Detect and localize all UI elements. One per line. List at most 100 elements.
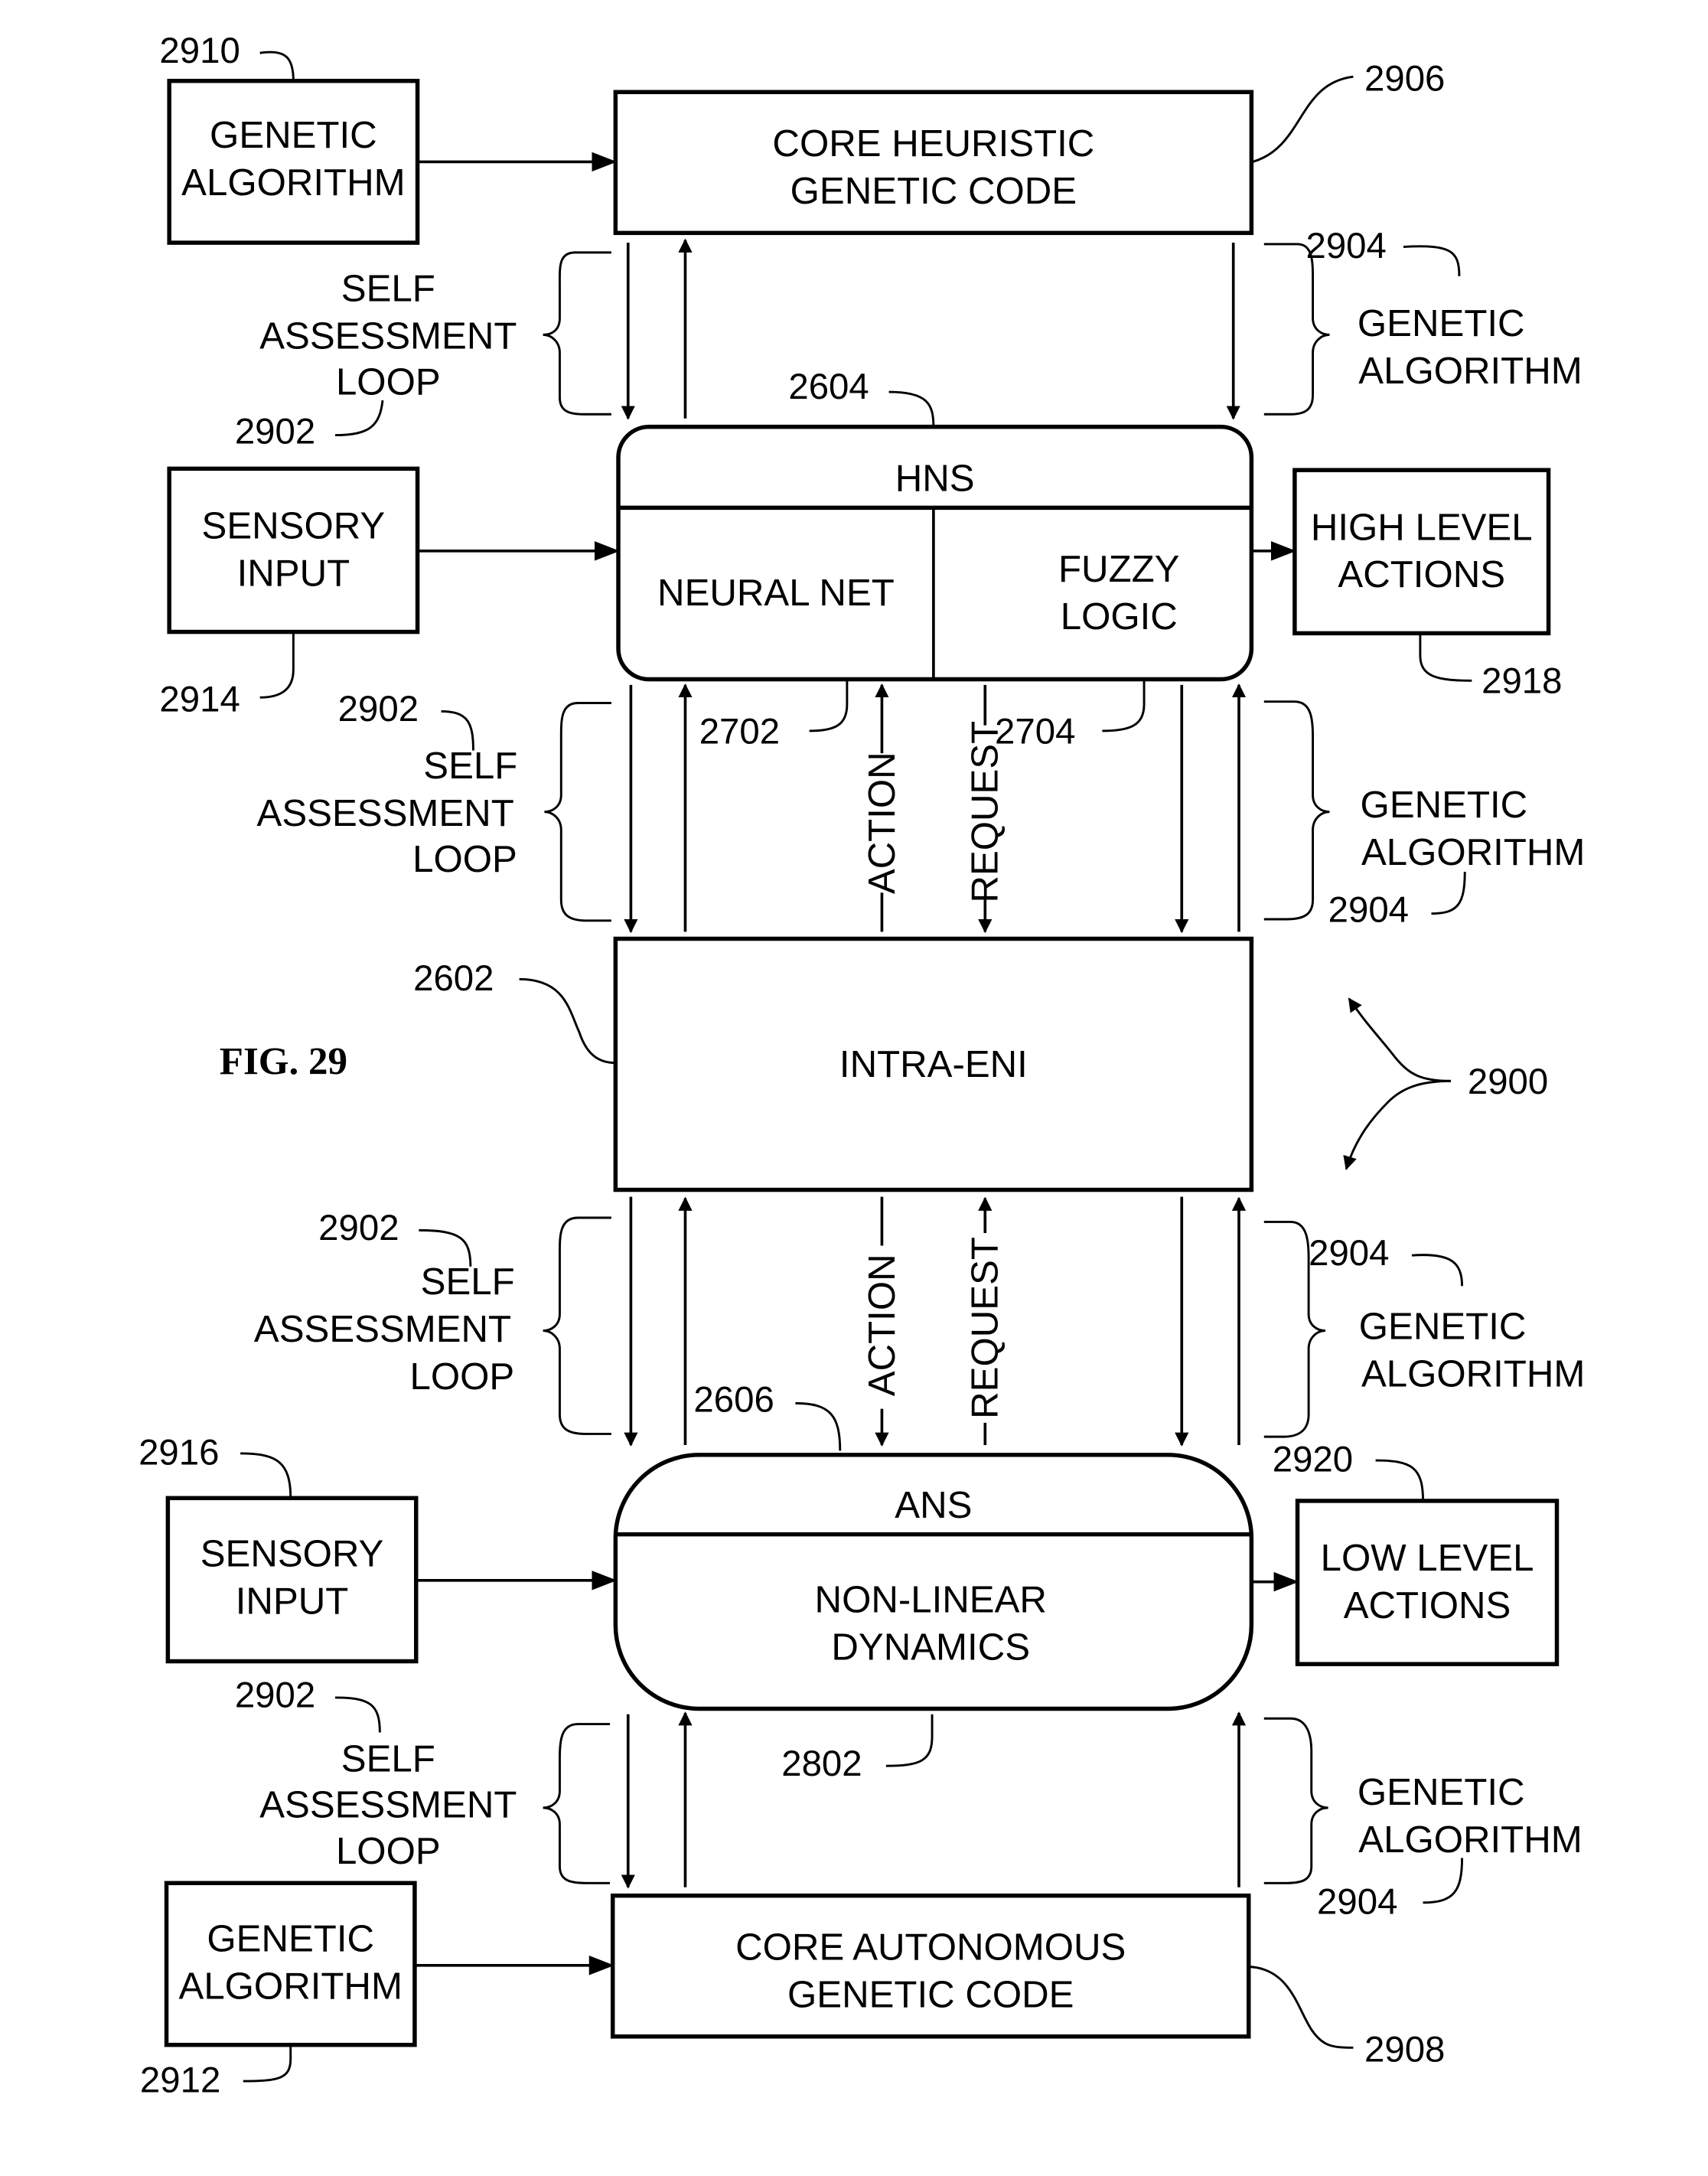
- genetic-algorithm-label-line2: ALGORITHM: [1358, 1819, 1582, 1861]
- ref-arrow-up: [1349, 999, 1451, 1081]
- high-level-line2: ACTIONS: [1338, 553, 1505, 595]
- neural-net-leader: [810, 680, 847, 731]
- figure-title: FIG. 29: [220, 1040, 347, 1083]
- sensory-top-line1: SENSORY: [202, 504, 386, 546]
- hns-title: HNS: [895, 457, 975, 499]
- self-assessment-label-line2: ASSESSMENT: [259, 315, 517, 357]
- self-assessment-ref: 2902: [235, 412, 315, 452]
- self-assessment-label-line1: SELF: [341, 1737, 435, 1780]
- ga-bottom-block: GENETIC ALGORITHM 2912: [140, 1883, 415, 2100]
- genetic-algorithm-leader: [1423, 1858, 1462, 1902]
- ga-bottom-ref: 2912: [140, 2060, 220, 2101]
- intra-eni-ref: 2602: [413, 958, 494, 999]
- self-assessment-brace: [543, 1724, 610, 1884]
- genetic-algorithm-label-line1: GENETIC: [1361, 784, 1528, 826]
- ans-ref: 2606: [693, 1379, 774, 1420]
- hns-leader: [889, 392, 934, 427]
- neural-net-label: NEURAL NET: [657, 572, 895, 614]
- genetic-algorithm-ref: 2904: [1328, 890, 1409, 931]
- ga-top-block: GENETIC ALGORITHM 2910: [159, 31, 417, 243]
- loop-4: 2802 SELF ASSESSMENT LOOP 2902 GENETIC A…: [235, 1675, 1583, 1923]
- genetic-algorithm-brace: [1264, 702, 1330, 919]
- self-assessment-label-line3: LOOP: [410, 1356, 515, 1398]
- self-assessment-ref: 2902: [235, 1675, 315, 1716]
- core-autonomous-leader: [1250, 1967, 1354, 2048]
- non-linear-leader: [886, 1714, 932, 1766]
- self-assessment-ref: 2902: [338, 689, 419, 729]
- self-assessment-brace: [543, 253, 611, 414]
- self-assessment-label-line3: LOOP: [336, 361, 441, 403]
- genetic-algorithm-label-line1: GENETIC: [1358, 1771, 1525, 1813]
- high-level-ref: 2918: [1481, 661, 1562, 702]
- self-assessment-leader: [335, 400, 383, 436]
- ga-top-line2: ALGORITHM: [181, 161, 405, 204]
- self-assessment-brace: [544, 703, 611, 921]
- neural-net-ref: 2702: [699, 711, 780, 752]
- intra-eni-block: INTRA-ENI 2602: [413, 938, 1251, 1189]
- non-linear-line1: NON-LINEAR: [815, 1579, 1047, 1621]
- self-assessment-label-line2: ASSESSMENT: [254, 1308, 511, 1350]
- intra-eni-label: INTRA-ENI: [839, 1043, 1028, 1085]
- self-assessment-label-line2: ASSESSMENT: [259, 1784, 517, 1826]
- ga-bottom-leader: [243, 2045, 291, 2081]
- genetic-algorithm-label-line1: GENETIC: [1359, 1306, 1527, 1348]
- core-autonomous-ref: 2908: [1364, 2030, 1445, 2070]
- sensory-bottom-line2: INPUT: [236, 1581, 349, 1623]
- loop-3: ACTION REQUEST SELF ASSESSMENT LOOP 2902…: [254, 1197, 1585, 1451]
- sensory-input-top-block: SENSORY INPUT 2914: [159, 468, 417, 719]
- genetic-algorithm-brace: [1264, 1718, 1328, 1883]
- self-assessment-ref: 2902: [318, 1208, 399, 1248]
- self-assessment-label-line2: ASSESSMENT: [257, 792, 514, 834]
- sensory-top-ref: 2914: [159, 679, 240, 719]
- action-label: ACTION: [861, 1254, 903, 1396]
- self-assessment-label-line1: SELF: [341, 268, 435, 310]
- ga-top-line1: GENETIC: [210, 114, 377, 156]
- request-label: REQUEST: [964, 1237, 1006, 1419]
- high-level-line1: HIGH LEVEL: [1311, 506, 1533, 548]
- low-level-ref: 2920: [1273, 1440, 1353, 1480]
- ga-bottom-line2: ALGORITHM: [179, 1966, 403, 2008]
- self-assessment-brace: [543, 1218, 611, 1434]
- low-level-line2: ACTIONS: [1344, 1584, 1511, 1626]
- non-linear-line2: DYNAMICS: [831, 1626, 1030, 1669]
- ga-top-ref: 2910: [159, 31, 240, 71]
- genetic-algorithm-label-line1: GENETIC: [1358, 302, 1525, 344]
- core-heuristic-leader: [1253, 77, 1353, 161]
- core-heuristic-line2: GENETIC CODE: [790, 170, 1077, 212]
- sensory-bottom-ref: 2916: [139, 1433, 219, 1473]
- ref-arrow-down: [1346, 1081, 1451, 1169]
- figure-ref: 2900: [1468, 1062, 1548, 1102]
- genetic-algorithm-label-line2: ALGORITHM: [1361, 1353, 1585, 1395]
- ans-title: ANS: [895, 1484, 972, 1526]
- ga-top-leader: [260, 52, 294, 81]
- intra-eni-leader: [520, 979, 616, 1062]
- hns-ref: 2604: [788, 367, 869, 407]
- hns-block: HNS NEURAL NET FUZZY LOGIC 2604: [618, 367, 1251, 679]
- genetic-algorithm-label-line2: ALGORITHM: [1361, 831, 1585, 873]
- genetic-algorithm-leader: [1431, 872, 1465, 914]
- low-level-actions-block: LOW LEVEL ACTIONS 2920: [1273, 1440, 1557, 1664]
- genetic-algorithm-brace: [1264, 244, 1330, 414]
- genetic-algorithm-label-line2: ALGORITHM: [1358, 350, 1582, 392]
- genetic-algorithm-ref: 2904: [1305, 226, 1386, 266]
- core-heuristic-ref: 2906: [1364, 58, 1445, 99]
- high-level-actions-block: HIGH LEVEL ACTIONS 2918: [1295, 470, 1563, 702]
- genetic-algorithm-leader: [1403, 246, 1459, 276]
- self-assessment-label-line1: SELF: [423, 745, 517, 787]
- sensory-bottom-leader: [240, 1453, 291, 1498]
- sensory-top-line2: INPUT: [237, 552, 350, 594]
- figure-ref-2900: 2900: [1346, 999, 1548, 1169]
- genetic-algorithm-leader: [1412, 1255, 1462, 1287]
- fuzzy-logic-line1: FUZZY: [1058, 548, 1179, 590]
- genetic-algorithm-ref: 2904: [1317, 1881, 1397, 1922]
- ans-block: ANS NON-LINEAR DYNAMICS: [615, 1455, 1251, 1709]
- fuzzy-logic-leader: [1102, 680, 1144, 731]
- fuzzy-logic-line2: LOGIC: [1061, 595, 1178, 638]
- loop-1: SELF ASSESSMENT LOOP 2902 GENETIC ALGORI…: [235, 226, 1583, 452]
- sensory-top-leader: [260, 632, 294, 698]
- core-autonomous-line2: GENETIC CODE: [787, 1973, 1074, 2015]
- ans-leader: [795, 1403, 839, 1450]
- non-linear-ref: 2802: [781, 1744, 862, 1784]
- low-level-line1: LOW LEVEL: [1321, 1537, 1534, 1579]
- self-assessment-label-line3: LOOP: [412, 838, 517, 880]
